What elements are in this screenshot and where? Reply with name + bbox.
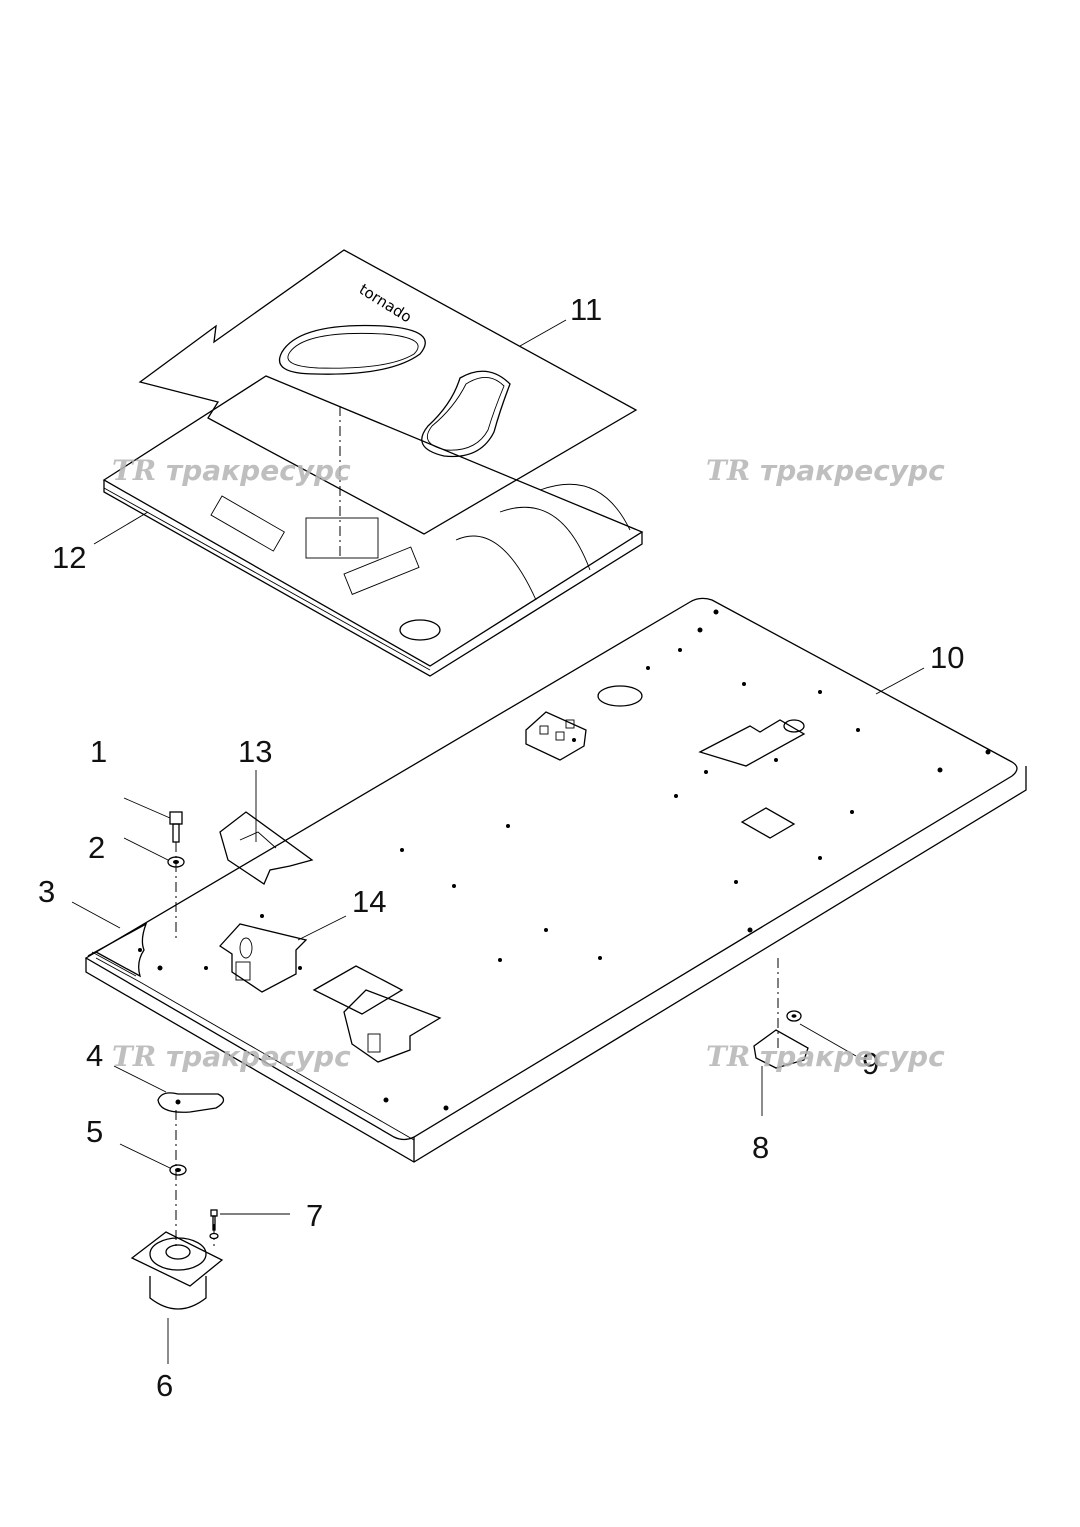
watermark-logo: TR xyxy=(112,1040,156,1073)
callout-7: 7 xyxy=(306,1198,323,1233)
floor-mat: tornado xyxy=(138,249,638,535)
bracket-14 xyxy=(219,923,308,993)
mat-brand-text: tornado xyxy=(356,280,415,326)
callout-10: 10 xyxy=(930,640,964,675)
watermark-logo: TR xyxy=(112,454,156,487)
center-lines xyxy=(175,406,779,1250)
floor-plate xyxy=(84,597,1027,1163)
watermark-logo: TR xyxy=(706,454,750,487)
plate-4 xyxy=(157,1092,225,1113)
watermark-text: тракресурс xyxy=(166,454,351,487)
bracket-13 xyxy=(219,811,314,885)
watermark-logo: TR xyxy=(706,1040,750,1073)
callout-5: 5 xyxy=(86,1114,103,1149)
callout-11: 11 xyxy=(570,292,602,327)
callout-6: 6 xyxy=(156,1368,173,1403)
callout-labels: 1 2 3 4 5 6 7 8 9 10 11 12 13 14 xyxy=(38,292,964,1403)
watermarks: TR тракресурс TR тракресурс TR тракресур… xyxy=(112,454,945,1073)
leader-lines xyxy=(71,319,925,1364)
watermark-bottom-right: TR тракресурс xyxy=(706,1040,945,1073)
washer-9 xyxy=(786,1010,802,1022)
callout-12: 12 xyxy=(52,540,86,575)
callout-14: 14 xyxy=(352,884,386,919)
callout-9: 9 xyxy=(862,1046,879,1081)
bracket-cushion xyxy=(343,989,442,1063)
bolt-1 xyxy=(169,811,183,843)
watermark-text: тракресурс xyxy=(760,1040,945,1073)
watermark-text: тракресурс xyxy=(166,1040,351,1073)
callout-3: 3 xyxy=(38,874,55,909)
damper-8 xyxy=(753,1029,809,1069)
watermark-top-right: TR тракресурс xyxy=(706,454,945,487)
floor-tray xyxy=(102,375,644,677)
watermark-top-left: TR тракресурс xyxy=(112,454,351,487)
callout-4: 4 xyxy=(86,1038,103,1073)
rubber-mount-6 xyxy=(130,1231,224,1310)
mounting-holes xyxy=(138,609,991,1111)
callout-2: 2 xyxy=(88,830,105,865)
callout-13: 13 xyxy=(238,734,272,769)
washer-5 xyxy=(169,1164,187,1176)
callout-1: 1 xyxy=(90,734,107,769)
callout-8: 8 xyxy=(752,1130,769,1165)
watermark-bottom-left: TR тракресурс xyxy=(112,1040,351,1073)
watermark-text: тракресурс xyxy=(760,454,945,487)
